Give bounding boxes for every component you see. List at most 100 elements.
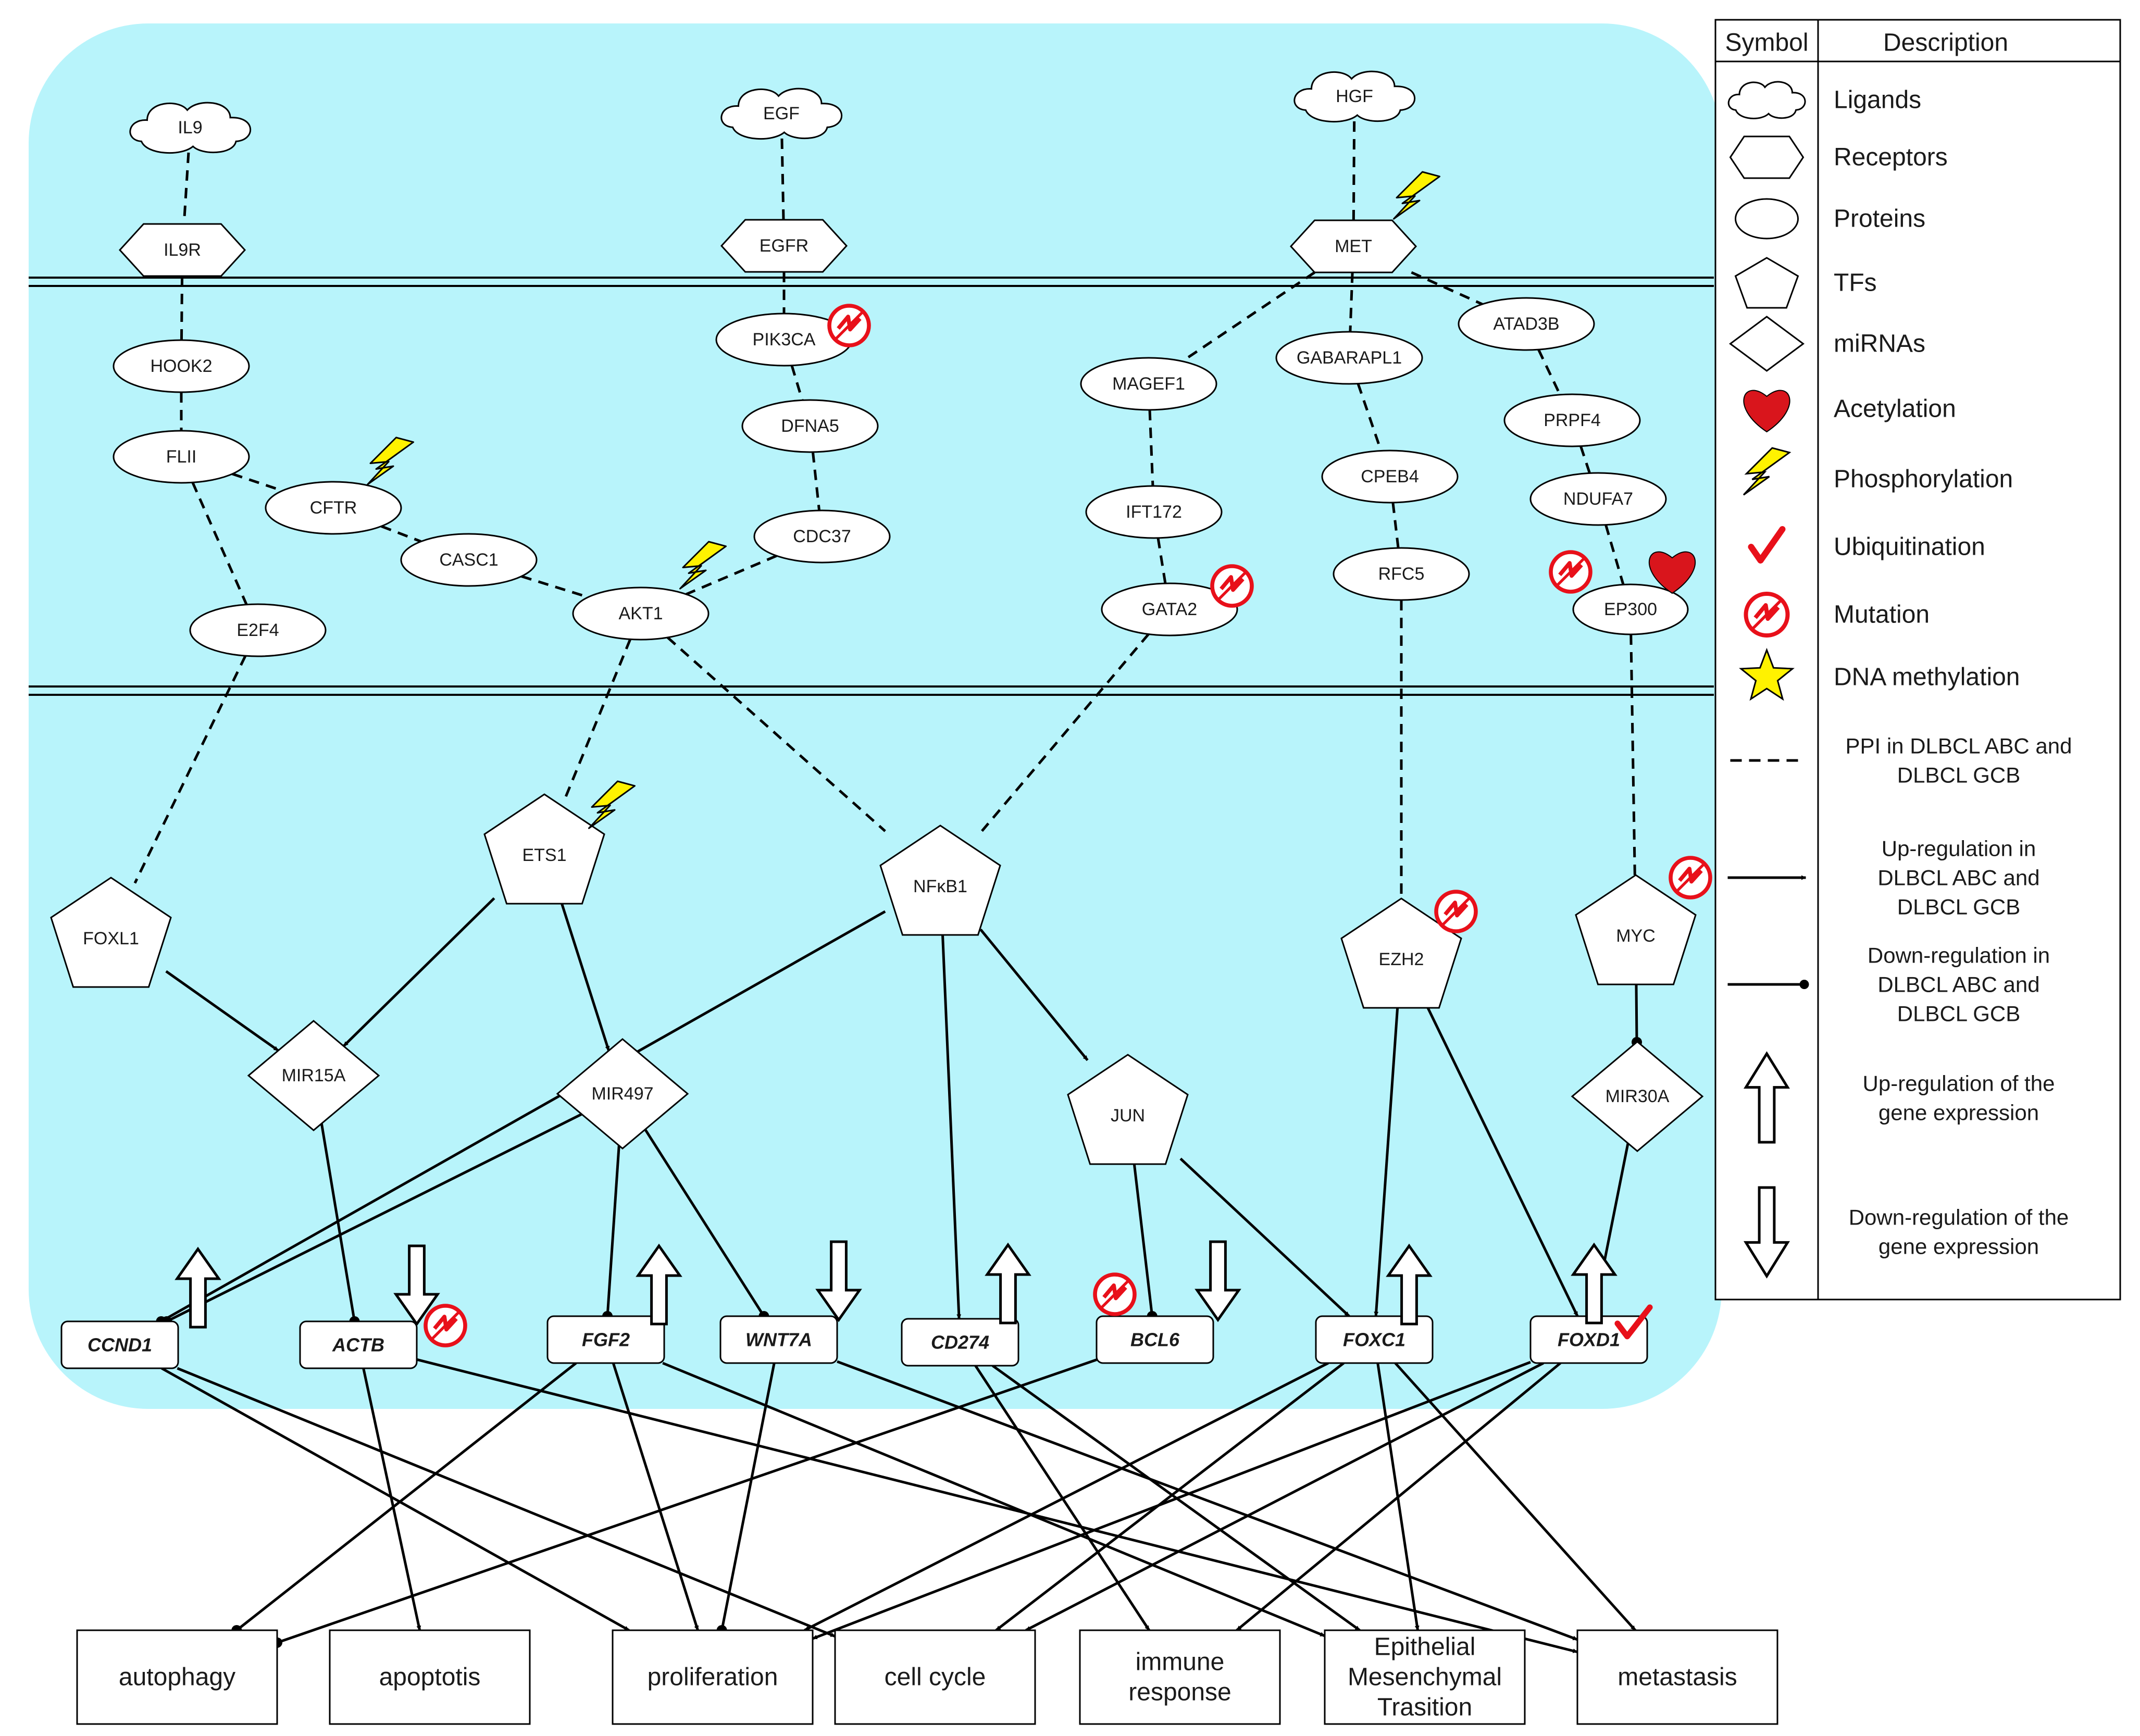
- tf-node-myc[interactable]: MYC: [1575, 874, 1697, 985]
- mirna-node-mir15a[interactable]: MIR15A: [247, 1020, 380, 1131]
- outcome-label-emt: Epithelial: [1374, 1633, 1476, 1661]
- tf-node-foxl1[interactable]: FOXL1: [50, 877, 172, 988]
- mutation-icon-bcl6: [1093, 1272, 1137, 1316]
- gene-node-bcl6[interactable]: BCL6: [1096, 1315, 1214, 1364]
- ligand-node-egf[interactable]: EGF: [720, 88, 842, 140]
- protein-node-cdc37[interactable]: CDC37: [753, 509, 891, 564]
- protein-node-cpeb4[interactable]: CPEB4: [1321, 449, 1459, 504]
- protein-label-prpf4: PRPF4: [1544, 410, 1601, 430]
- tf-node-jun[interactable]: JUN: [1067, 1054, 1189, 1165]
- ppi-edge-akt1-ets1: [563, 639, 632, 801]
- legend-row-heart-icon: Acetylation: [1743, 390, 1956, 433]
- tf-node-ets1[interactable]: ETS1: [483, 793, 605, 905]
- activation-edge-foxd1-immune: [1236, 1362, 1562, 1631]
- mutation-icon-actb: [424, 1304, 467, 1347]
- gene-label-foxd1: FOXD1: [1558, 1329, 1620, 1351]
- ppi-edge-atad3b-prpf4: [1537, 349, 1561, 395]
- activation-edge-ccnd1-proliferation: [161, 1367, 630, 1632]
- protein-label-ep300: EP300: [1604, 600, 1657, 619]
- tf-node-nfkb1[interactable]: NFκB1: [879, 825, 1001, 936]
- receptor-node-il9r[interactable]: IL9R: [118, 223, 246, 277]
- nuclear-membrane: [29, 685, 1714, 696]
- receptor-node-egfr[interactable]: EGFR: [720, 219, 848, 273]
- protein-node-flii[interactable]: FLII: [113, 430, 250, 484]
- protein-node-e2f4[interactable]: E2F4: [189, 603, 327, 657]
- legend-text-dashed-line-icon: DLBCL GCB: [1897, 763, 2021, 788]
- activation-edge-actb-apoptotis: [362, 1368, 421, 1631]
- protein-node-cftr[interactable]: CFTR: [265, 481, 402, 535]
- gene-node-fgf2[interactable]: FGF2: [546, 1315, 665, 1364]
- ppi-edge-met-magef1: [1181, 271, 1315, 363]
- mirna-label-mir497: MIR497: [591, 1084, 653, 1104]
- protein-node-dfna5[interactable]: DFNA5: [741, 399, 879, 453]
- ppi-edge-casc1-akt1: [521, 575, 589, 598]
- receptor-node-met[interactable]: MET: [1289, 219, 1417, 273]
- tf-node-ezh2[interactable]: EZH2: [1340, 897, 1462, 1009]
- mutation-icon-gata2: [1210, 564, 1254, 608]
- activation-edge-ezh2-foxd1: [1424, 1002, 1579, 1317]
- protein-node-prpf4[interactable]: PRPF4: [1503, 393, 1641, 447]
- protein-node-hook2[interactable]: HOOK2: [113, 339, 250, 393]
- protein-node-atad3b[interactable]: ATAD3B: [1458, 297, 1595, 351]
- outcome-box-autophagy[interactable]: autophagy: [76, 1629, 278, 1725]
- protein-node-rfc5[interactable]: RFC5: [1333, 547, 1470, 601]
- gene-node-ccnd1[interactable]: CCND1: [60, 1320, 179, 1369]
- gene-node-foxc1[interactable]: FOXC1: [1315, 1315, 1434, 1364]
- legend-text-dot-line-icon: Down-regulation in: [1868, 943, 2050, 968]
- receptor-label-egfr: EGFR: [760, 236, 808, 256]
- inhibition-edge-mir15a-actb: [320, 1123, 356, 1322]
- legend-text-hexagon-icon: Receptors: [1834, 144, 1948, 171]
- protein-label-cdc37: CDC37: [793, 527, 851, 546]
- lightning-icon: [1743, 447, 1791, 496]
- protein-node-akt1[interactable]: AKT1: [572, 586, 710, 641]
- protein-label-hook2: HOOK2: [150, 356, 212, 376]
- mirna-node-mir497[interactable]: MIR497: [556, 1038, 689, 1150]
- inhibition-edge-myc-mir30a: [1635, 979, 1638, 1042]
- protein-node-gata2[interactable]: GATA2: [1101, 582, 1238, 636]
- protein-node-magef1[interactable]: MAGEF1: [1080, 357, 1217, 411]
- activation-edge-foxc1-cellcycle: [995, 1362, 1345, 1631]
- heart-icon: [1743, 390, 1790, 433]
- gene-node-actb[interactable]: ACTB: [299, 1320, 418, 1369]
- gene-label-cd274: CD274: [931, 1332, 989, 1353]
- protein-node-gabarapl1[interactable]: GABARAPL1: [1275, 331, 1423, 385]
- outcome-label-proliferation: proliferation: [648, 1664, 778, 1691]
- ligand-shape: [129, 102, 251, 154]
- protein-node-ift172[interactable]: IFT172: [1085, 485, 1223, 539]
- outcome-box-frame: [1324, 1629, 1526, 1725]
- outcome-box-metastasis[interactable]: metastasis: [1576, 1629, 1778, 1725]
- gene-label-fgf2: FGF2: [582, 1329, 630, 1351]
- protein-node-ndufa7[interactable]: NDUFA7: [1529, 472, 1667, 526]
- receptor-shape: [1289, 219, 1417, 273]
- protein-node-ep300[interactable]: EP300: [1572, 583, 1689, 635]
- inhibition-edge-jun-bcl6: [1132, 1158, 1154, 1317]
- tf-label-foxl1: FOXL1: [83, 929, 139, 948]
- mirna-node-mir30a[interactable]: MIR30A: [1571, 1041, 1704, 1152]
- up-regulation-arrow-cd274: [985, 1242, 1031, 1325]
- activation-edge-ets1-mir497: [558, 897, 610, 1051]
- tf-shape: [50, 877, 172, 988]
- gene-label-bcl6: BCL6: [1130, 1329, 1180, 1351]
- protein-shape: [1101, 582, 1238, 636]
- outcome-box-cellcycle[interactable]: cell cycle: [834, 1629, 1036, 1725]
- tf-label-myc: MYC: [1616, 926, 1656, 946]
- ppi-edge-il9-il9r: [182, 152, 190, 224]
- protein-node-casc1[interactable]: CASC1: [400, 533, 538, 587]
- ligand-node-il9[interactable]: IL9: [129, 102, 251, 154]
- protein-shape: [741, 399, 879, 453]
- outcome-box-proliferation[interactable]: proliferation: [612, 1629, 814, 1725]
- gene-node-cd274[interactable]: CD274: [901, 1318, 1019, 1367]
- outcome-box-apoptotis[interactable]: apoptotis: [329, 1629, 531, 1725]
- protein-label-atad3b: ATAD3B: [1493, 314, 1559, 334]
- legend-text-down-block-arrow-icon: gene expression: [1878, 1234, 2039, 1259]
- mutation-icon-ezh2: [1434, 890, 1478, 933]
- gene-node-wnt7a[interactable]: WNT7A: [719, 1315, 838, 1364]
- phosphorylation-icon-met: [1393, 171, 1440, 220]
- ligand-node-hgf[interactable]: HGF: [1293, 70, 1415, 123]
- legend-text-lightning-icon: Phosphorylation: [1834, 466, 2013, 493]
- protein-shape: [753, 509, 891, 564]
- outcome-label-emt: Trasition: [1377, 1694, 1472, 1721]
